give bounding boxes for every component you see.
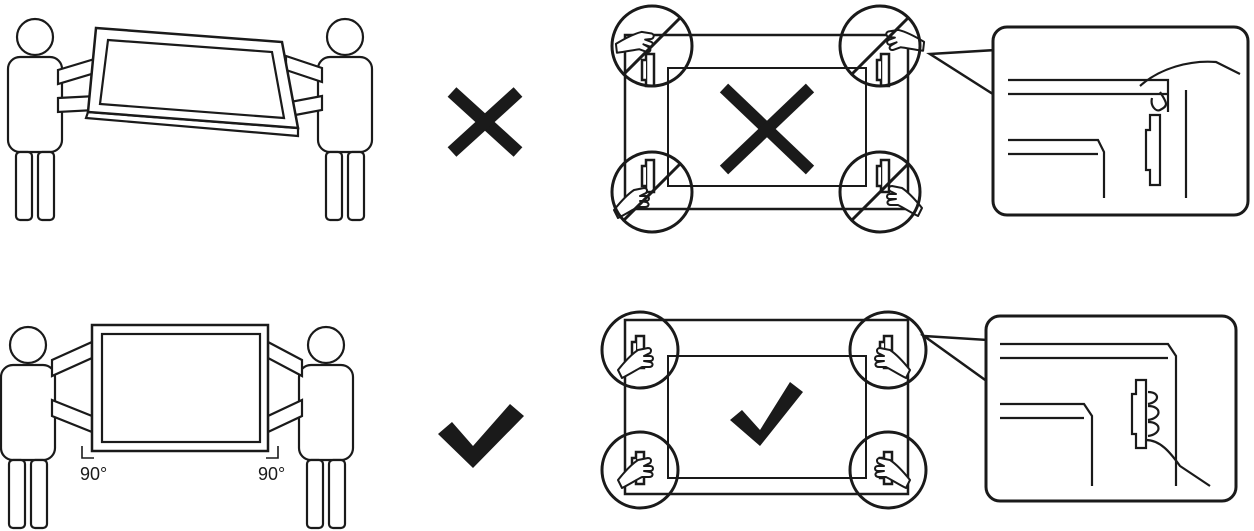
correct-grip-circle: [600, 430, 680, 510]
correct-grip-circle: [600, 310, 680, 390]
level-display-panel: [90, 323, 270, 453]
callout-correct: [919, 314, 1238, 503]
check-mark-icon: [438, 404, 524, 468]
tilted-display-panel: [84, 26, 300, 138]
cross-mark-icon: [719, 83, 815, 175]
carriers-level-panel: 90° 90°: [0, 323, 355, 530]
panel-back-incorrect: [610, 4, 928, 234]
right-person-icon: [297, 325, 355, 530]
prohibited-corner-icon: [610, 150, 694, 234]
callout-incorrect: [926, 25, 1250, 217]
row-correct: 90° 90°: [0, 310, 1238, 530]
row-incorrect: [6, 4, 1250, 234]
prohibited-corner-icon: [838, 4, 922, 88]
right-person-icon: [316, 17, 374, 222]
cross-mark-icon: [447, 87, 523, 157]
check-mark-icon: [730, 382, 803, 446]
angle-label-left: 90°: [80, 464, 107, 484]
panel-back-correct: [600, 310, 928, 510]
left-person-icon: [6, 17, 64, 222]
right-angle-marker: [81, 446, 279, 459]
prohibited-corner-icon: [838, 150, 922, 234]
left-person-icon: [0, 325, 57, 530]
angle-label-right: 90°: [258, 464, 285, 484]
correct-grip-circle: [848, 430, 928, 510]
carriers-tilted-panel: [6, 17, 374, 222]
correct-grip-circle: [848, 310, 928, 390]
prohibited-corner-icon: [610, 4, 694, 88]
